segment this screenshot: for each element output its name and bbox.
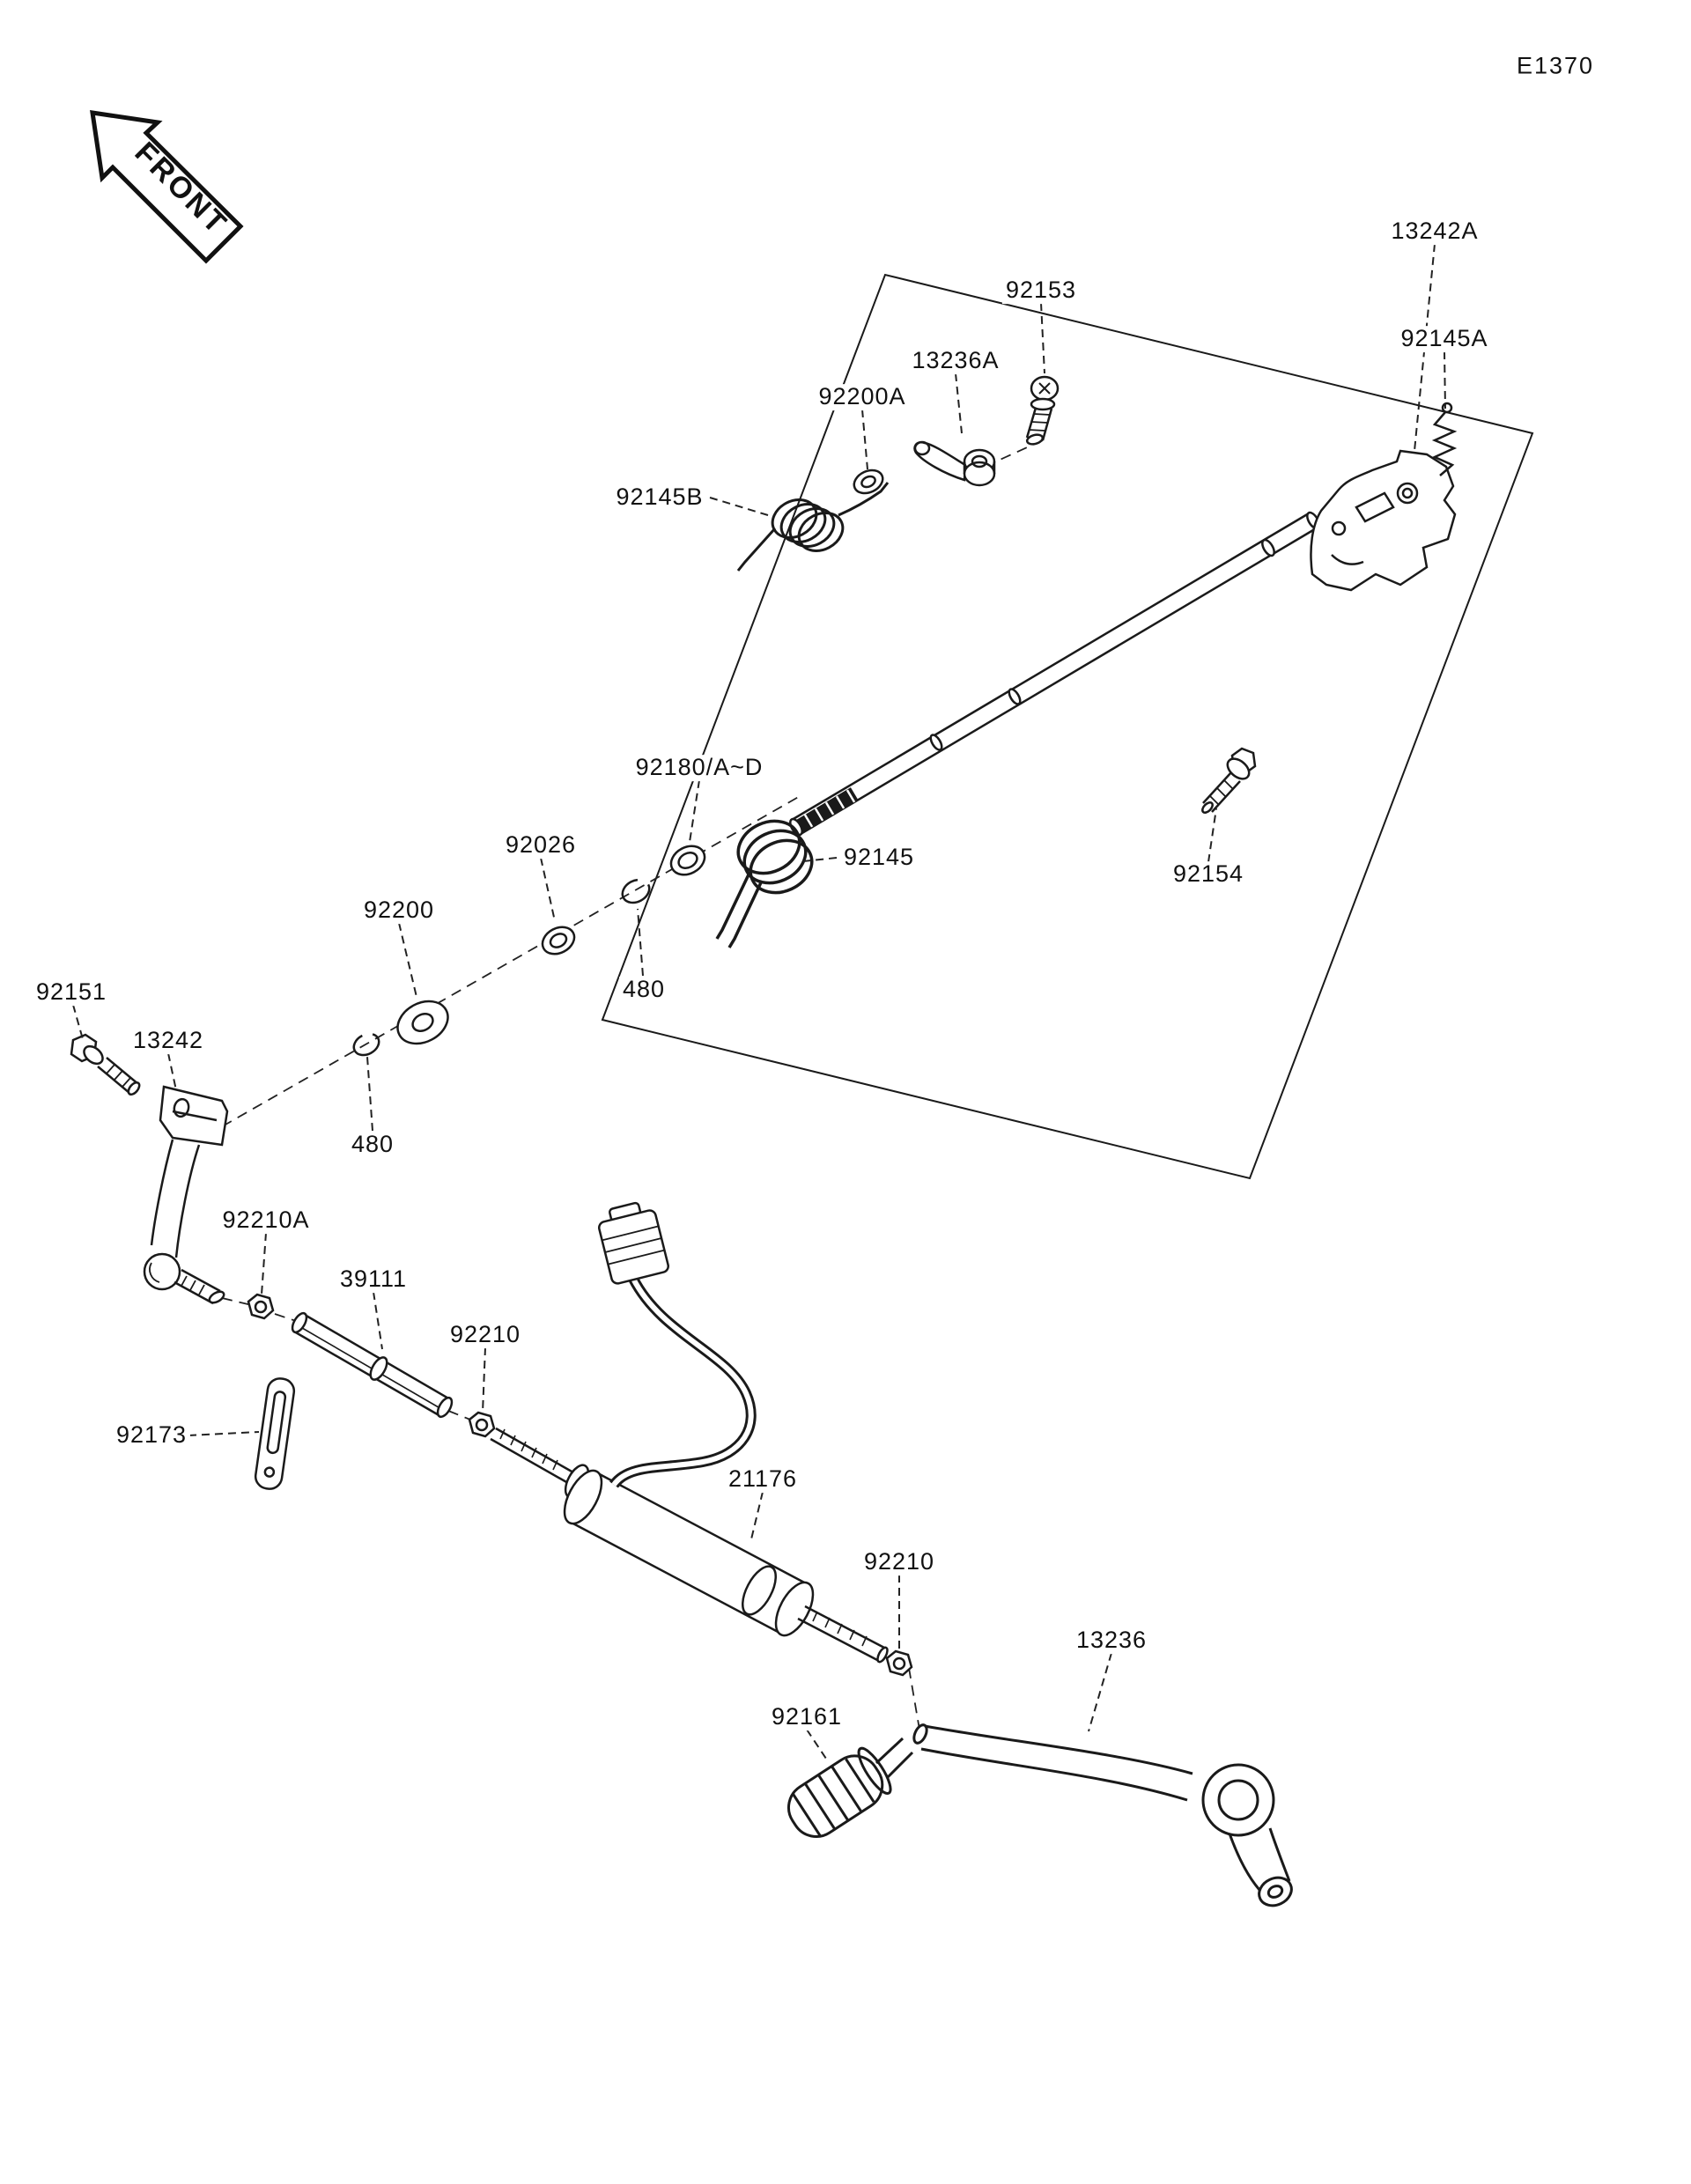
spring-92145b bbox=[736, 482, 890, 572]
collar-92180 bbox=[669, 845, 706, 876]
part-label-92154: 92154 bbox=[1169, 860, 1248, 888]
tie-rod-39111 bbox=[291, 1311, 454, 1419]
leader-lines bbox=[72, 243, 1446, 1762]
stay-92173 bbox=[254, 1377, 296, 1490]
gearshift-shaft bbox=[789, 511, 1320, 837]
shaft-spline-hatches bbox=[803, 789, 856, 828]
shift-arm-13242 bbox=[143, 1085, 229, 1305]
part-label-92151: 92151 bbox=[32, 978, 111, 1006]
part-label-13236a: 13236A bbox=[908, 347, 1003, 374]
nut-92210-upper bbox=[468, 1411, 496, 1438]
part-label-21176: 21176 bbox=[724, 1465, 801, 1493]
part-label-92153: 92153 bbox=[1001, 277, 1081, 304]
assembly-box bbox=[601, 273, 1534, 1180]
part-label-92200a: 92200A bbox=[815, 383, 910, 410]
part-label-92026: 92026 bbox=[501, 831, 580, 859]
part-label-13242a: 13242A bbox=[1387, 218, 1482, 245]
bolt-92153 bbox=[1025, 375, 1060, 446]
part-label-92173: 92173 bbox=[112, 1421, 191, 1449]
assembly-axis-lines bbox=[206, 439, 1044, 1730]
part-label-39111: 39111 bbox=[336, 1265, 411, 1293]
part-label-92210-upper: 92210 bbox=[446, 1321, 525, 1348]
circlip-480-upper bbox=[621, 878, 651, 904]
part-label-13242: 13242 bbox=[129, 1027, 208, 1054]
part-label-92145b: 92145B bbox=[612, 483, 707, 511]
part-label-480-upper: 480 bbox=[618, 976, 669, 1003]
shift-pedal-13236 bbox=[912, 1723, 1293, 1907]
part-label-92200: 92200 bbox=[359, 896, 439, 924]
washer-92200a bbox=[853, 469, 884, 495]
cable-connector bbox=[597, 1201, 669, 1285]
part-label-92210-lower: 92210 bbox=[860, 1548, 939, 1575]
spring-92145 bbox=[715, 819, 814, 948]
bolt-92154 bbox=[1201, 747, 1257, 814]
sensor-cable bbox=[597, 1201, 757, 1488]
washer-92200 bbox=[396, 1000, 449, 1045]
front-arrow-icon: FRONT bbox=[90, 110, 244, 264]
part-label-92210a: 92210A bbox=[218, 1206, 314, 1234]
shift-mechanism bbox=[1310, 449, 1457, 592]
bolt-92151 bbox=[70, 1033, 141, 1096]
circlip-480-lower bbox=[352, 1032, 380, 1057]
nut-92210-lower bbox=[885, 1649, 913, 1677]
part-label-92161: 92161 bbox=[767, 1703, 846, 1730]
lever-13236a bbox=[913, 440, 996, 487]
sensor-21176 bbox=[490, 1427, 889, 1664]
pedal-rubber-92161 bbox=[786, 1737, 914, 1838]
part-label-92145a: 92145A bbox=[1397, 325, 1492, 352]
part-label-480-lower: 480 bbox=[347, 1131, 398, 1158]
page-code: E1370 bbox=[1516, 52, 1595, 79]
part-label-92180: 92180/A~D bbox=[631, 754, 767, 781]
washer-92026 bbox=[541, 926, 576, 956]
nut-92210a bbox=[247, 1293, 275, 1320]
spring-92145a bbox=[1431, 402, 1458, 476]
part-label-13236: 13236 bbox=[1072, 1627, 1151, 1654]
part-label-92145: 92145 bbox=[839, 844, 919, 871]
